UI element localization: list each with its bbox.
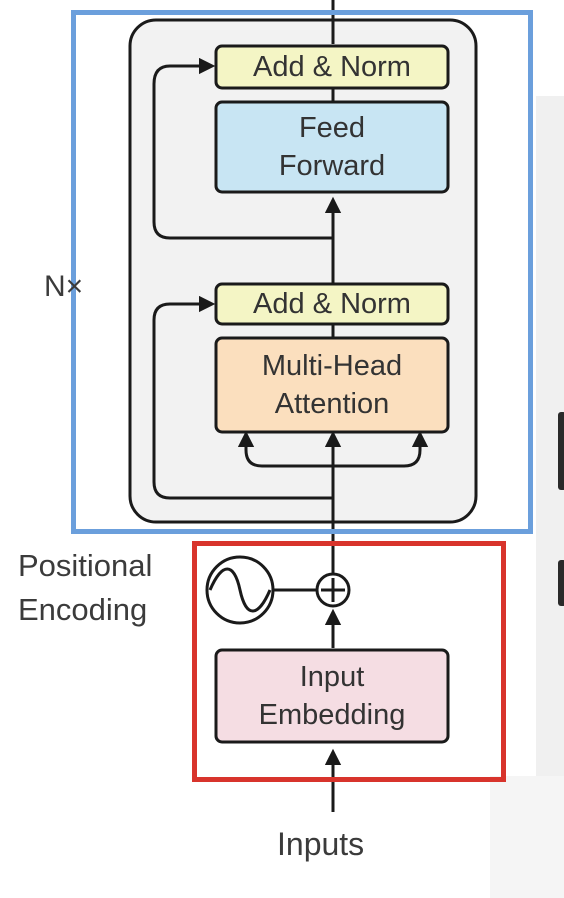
feed-forward-line2: Forward	[278, 150, 386, 182]
embedding-line1: Input	[299, 661, 365, 693]
residual-connection-feedforward	[152, 57, 333, 240]
residual-connection-attention	[152, 295, 333, 500]
embedding-line2: Embedding	[258, 699, 406, 731]
add-norm-block-bottom	[214, 282, 450, 326]
feed-forward-block	[214, 100, 450, 194]
input-embedding-label: Input Embedding	[216, 650, 448, 742]
encoder-highlight-box	[71, 10, 533, 534]
positional-line1: Positional	[18, 548, 153, 583]
add-norm-text: Add & Norm	[253, 288, 411, 320]
edge-artifact-upper	[558, 412, 564, 490]
add-norm-label-top: Add & Norm	[216, 46, 448, 88]
positional-encoding-label: Positional Encoding	[18, 544, 152, 632]
add-norm-label-bottom: Add & Norm	[216, 284, 448, 324]
input-embedding-block	[214, 648, 450, 744]
attention-branch-right	[333, 430, 429, 468]
feed-forward-line1: Feed	[298, 112, 366, 144]
sine-wave-icon	[208, 567, 272, 613]
background-panel-bottom	[490, 776, 564, 898]
embedding-highlight-box	[192, 541, 506, 782]
inputs-label: Inputs	[277, 826, 365, 862]
attention-line1: Multi-Head	[261, 350, 403, 382]
multi-head-attention-block	[214, 336, 450, 434]
add-norm-text: Add & Norm	[253, 51, 411, 83]
edge-artifact-lower	[558, 560, 564, 606]
multi-head-attention-label: Multi-Head Attention	[216, 338, 448, 432]
repeat-count-label: N×	[44, 270, 84, 303]
attention-branch-left	[237, 430, 333, 468]
attention-line2: Attention	[274, 388, 390, 420]
positional-line2: Encoding	[18, 592, 148, 627]
add-norm-block-top	[214, 44, 450, 90]
feed-forward-label: Feed Forward	[216, 102, 448, 192]
